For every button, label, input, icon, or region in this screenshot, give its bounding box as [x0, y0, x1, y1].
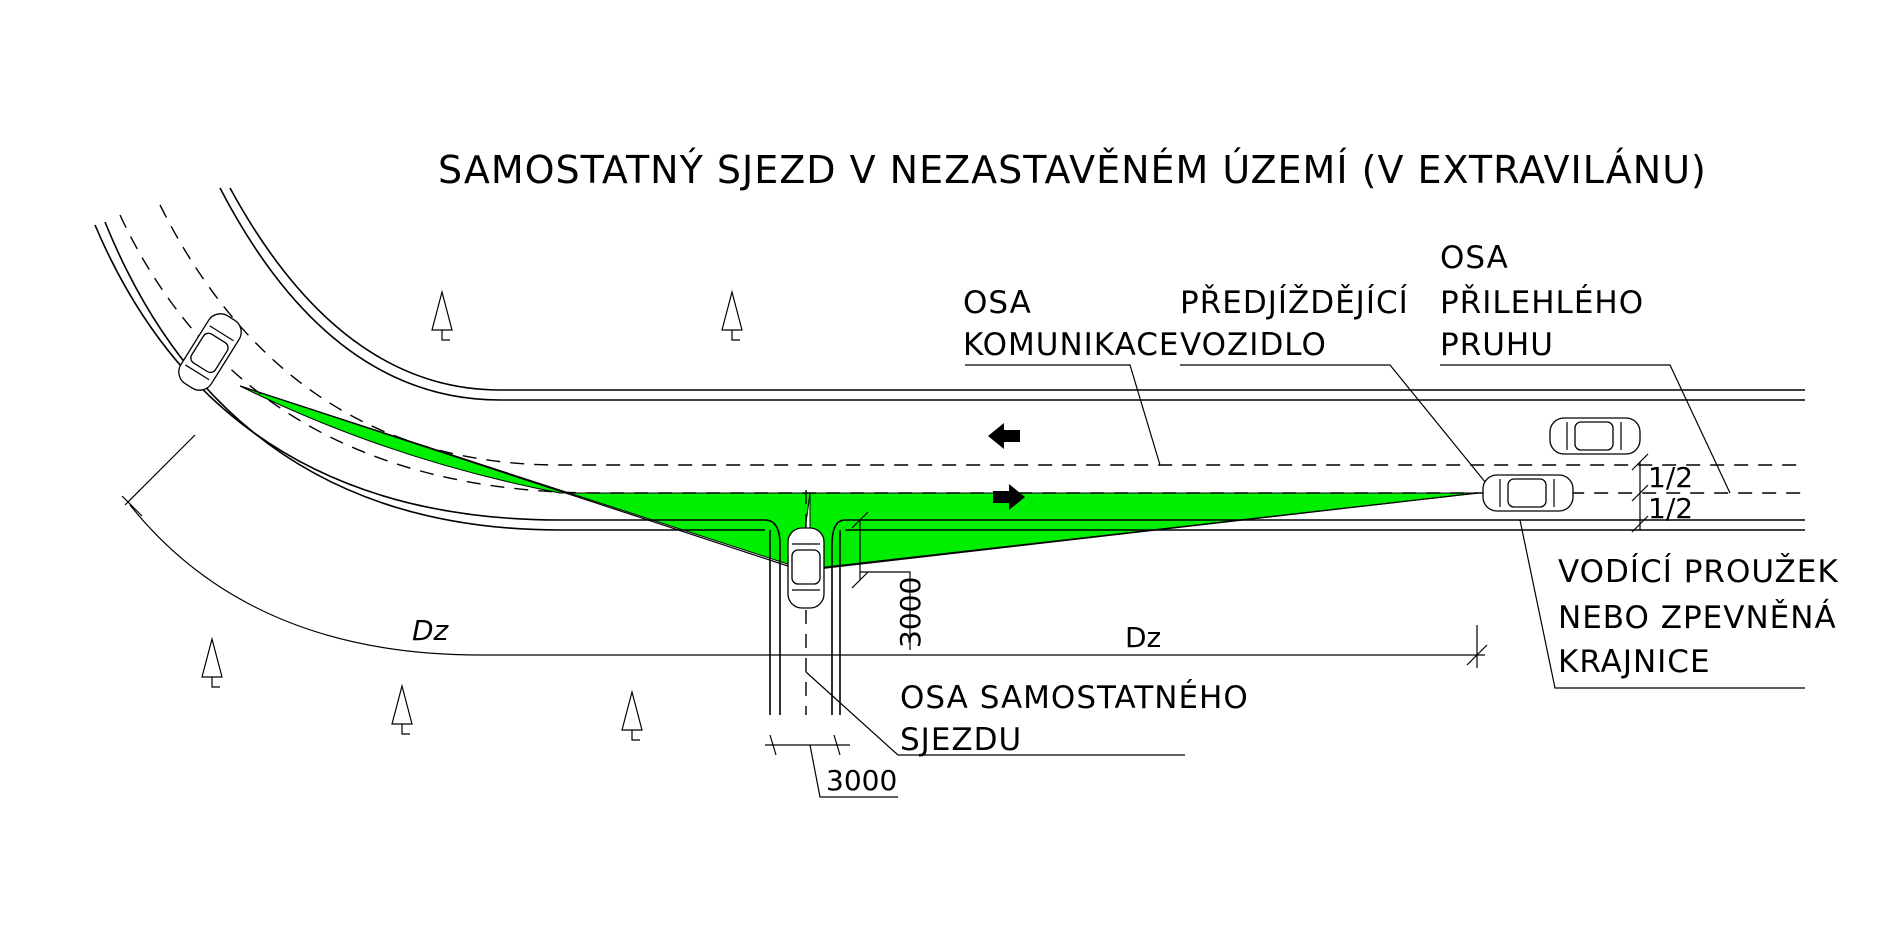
sight-triangles [239, 385, 1479, 571]
half-tick-bottom [1631, 515, 1649, 533]
driveway-axis-label-line2: SJEZDU [900, 722, 1022, 758]
dz-dimension-line [129, 504, 1485, 656]
annotation-labels: OSA KOMUNIKACE PŘEDJÍŽDĚJÍCÍ VOZIDLO OSA… [900, 240, 1839, 758]
road-axis-label-line1: OSA [963, 285, 1032, 321]
sight-line-left [239, 385, 801, 571]
cars [178, 313, 1641, 609]
overtaking-car-icon [1482, 474, 1574, 512]
half-tick-top [1631, 453, 1649, 471]
car-on-curve-icon [178, 313, 242, 391]
depth-leader [860, 571, 911, 650]
guide-strip-label-line2: NEBO ZPEVNĚNÁ [1558, 600, 1837, 636]
road [94, 187, 1805, 531]
width-leader [809, 744, 898, 798]
adjacent-lane-label-line2: PŘILEHLÉHO [1440, 285, 1644, 321]
overtaking-vehicle-label-line2: VOZIDLO [1180, 327, 1327, 363]
tree-icon [201, 636, 223, 688]
oncoming-car-icon [1549, 417, 1641, 455]
dz-straight-label: Dz [1125, 621, 1161, 654]
tree-icon [621, 689, 643, 741]
direction-arrow-right-icon [993, 484, 1025, 510]
half-upper-label: 1/2 [1648, 461, 1693, 494]
tree-icon [721, 289, 743, 341]
half-tick-mid [1631, 484, 1649, 502]
sight-triangle-left [239, 385, 811, 569]
overtaking-vehicle-label-line1: PŘEDJÍŽDĚJÍCÍ [1180, 285, 1409, 321]
guide-strip-leader [1519, 519, 1805, 689]
driveway-edge-left [764, 519, 781, 715]
drawing-title: SAMOSTATNÝ SJEZD V NEZASTAVĚNÉM ÚZEMÍ (V… [438, 148, 1707, 192]
depth-tick-bottom [851, 571, 869, 589]
driveway-depth-label: 3000 [894, 577, 927, 648]
dimensions: Dz Dz 3000 3000 1/2 1/2 [121, 434, 1693, 798]
adjacent-lane-leader [1440, 364, 1731, 494]
guide-strip-label-line3: KRAJNICE [1558, 644, 1711, 680]
road-inner-edge-line [94, 224, 765, 521]
dz-extension-line [124, 434, 196, 506]
guide-strip-label-line1: VODÍCÍ PROUŽEK [1558, 554, 1839, 590]
driveway-edge-right [831, 519, 846, 715]
road-axis-line [159, 204, 1805, 466]
trees [201, 289, 743, 741]
dz-curve-label: Dz [412, 614, 450, 647]
road-axis-label-line2: KOMUNIKACE [963, 327, 1179, 363]
tree-icon [431, 289, 453, 341]
direction-arrow-left-icon [988, 423, 1020, 449]
label-leaders [805, 364, 1805, 756]
width-tick-left [769, 734, 777, 756]
road-inner-edge-line-2 [104, 221, 765, 531]
dz-tick-left [121, 495, 143, 517]
dz-tick-right [1466, 644, 1488, 666]
car-in-driveway-icon [787, 527, 825, 609]
direction-arrows [988, 423, 1025, 510]
width-tick-right [833, 734, 841, 756]
adjacent-lane-label-line3: PRUHU [1440, 327, 1554, 363]
road-outer-edge-line-2 [229, 187, 1805, 391]
tree-icon [391, 683, 413, 735]
overtaking-vehicle-leader [1180, 364, 1491, 489]
driveway-width-label: 3000 [826, 764, 897, 797]
adjacent-lane-axis-line [119, 214, 1805, 494]
adjacent-lane-label-line1: OSA [1440, 240, 1509, 276]
half-lower-label: 1/2 [1648, 492, 1693, 525]
driveway-axis-label-line1: OSA SAMOSTATNÉHO [900, 680, 1249, 716]
depth-tick-top [851, 511, 869, 529]
road-outer-edge-line [219, 187, 1805, 401]
road-axis-leader [965, 364, 1161, 466]
sight-line-right [799, 492, 1479, 571]
driveway-axis-leader [805, 671, 1185, 756]
